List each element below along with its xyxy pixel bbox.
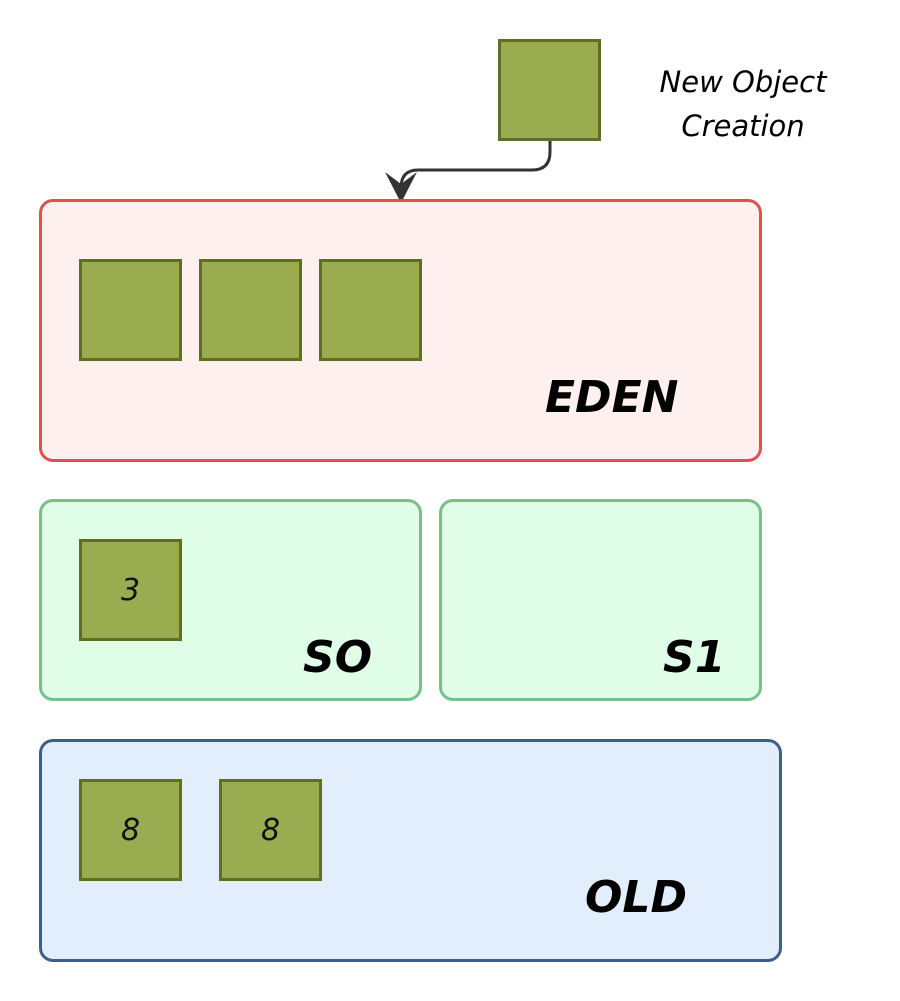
eden-label: EDEN [545, 372, 679, 423]
eden-object [79, 259, 182, 361]
old-region: 8 8 OLD [39, 739, 782, 962]
old-object: 8 [219, 779, 322, 881]
s0-label: SO [303, 632, 373, 683]
new-object-box [498, 39, 601, 141]
old-label: OLD [585, 872, 687, 923]
new-object-caption: New Object Creation [628, 60, 858, 148]
caption-line-1: New Object [659, 65, 827, 99]
s1-region: S1 [439, 499, 762, 701]
eden-region: EDEN [39, 199, 762, 462]
caption-line-2: Creation [681, 109, 805, 143]
old-object: 8 [79, 779, 182, 881]
s0-region: 3 SO [39, 499, 422, 701]
s1-label: S1 [663, 632, 726, 683]
eden-object [199, 259, 302, 361]
eden-object [319, 259, 422, 361]
s0-object: 3 [79, 539, 182, 641]
